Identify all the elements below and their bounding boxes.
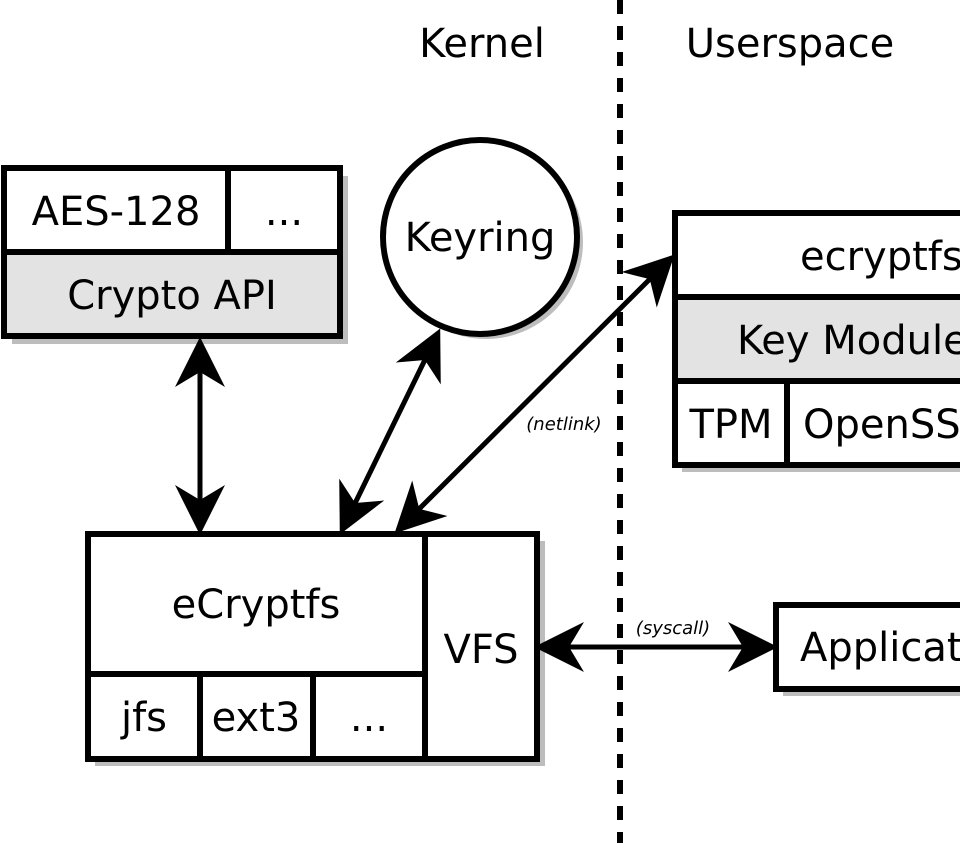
userspace-label: Userspace xyxy=(686,21,895,67)
keyring-ecryptfs-arrow xyxy=(339,328,441,535)
application-frame xyxy=(773,602,960,692)
syscall-label: (syscall) xyxy=(636,618,710,639)
ecryptfs-label: eCryptfs xyxy=(172,582,341,628)
vfs-label: VFS xyxy=(443,627,518,673)
netlink-arrow xyxy=(394,254,675,534)
aes-128-label: AES-128 xyxy=(32,189,201,235)
crypto-more-label: ... xyxy=(265,189,303,235)
openssl-label: OpenSSL xyxy=(803,402,960,448)
ecryptfs-block: eCryptfs VFS jfs ext3 ... xyxy=(85,531,545,766)
crypto-api-cell xyxy=(1,249,343,339)
kernel-label: Kernel xyxy=(419,21,545,67)
ext3-label: ext3 xyxy=(212,695,301,741)
application-block: Application xyxy=(773,602,960,696)
jfs-label: jfs xyxy=(120,695,167,741)
keyring-label: Keyring xyxy=(405,215,556,261)
fs-more-label: ... xyxy=(350,695,388,741)
key-module-label: Key Module API xyxy=(737,318,960,364)
crypto-api-block: AES-128 ... Crypto API xyxy=(1,165,348,344)
crypto-api-label: Crypto API xyxy=(67,273,277,319)
ecryptfsd-block: ecryptfsd Key Module API TPM OpenSSL xyxy=(672,210,960,472)
ecryptfsd-label: ecryptfsd xyxy=(800,234,960,280)
netlink-label: (netlink) xyxy=(526,414,601,435)
keyring-node: Keyring xyxy=(380,137,583,339)
key-module-cell xyxy=(672,294,960,384)
tpm-label: TPM xyxy=(688,402,772,448)
application-label: Application xyxy=(800,625,960,671)
